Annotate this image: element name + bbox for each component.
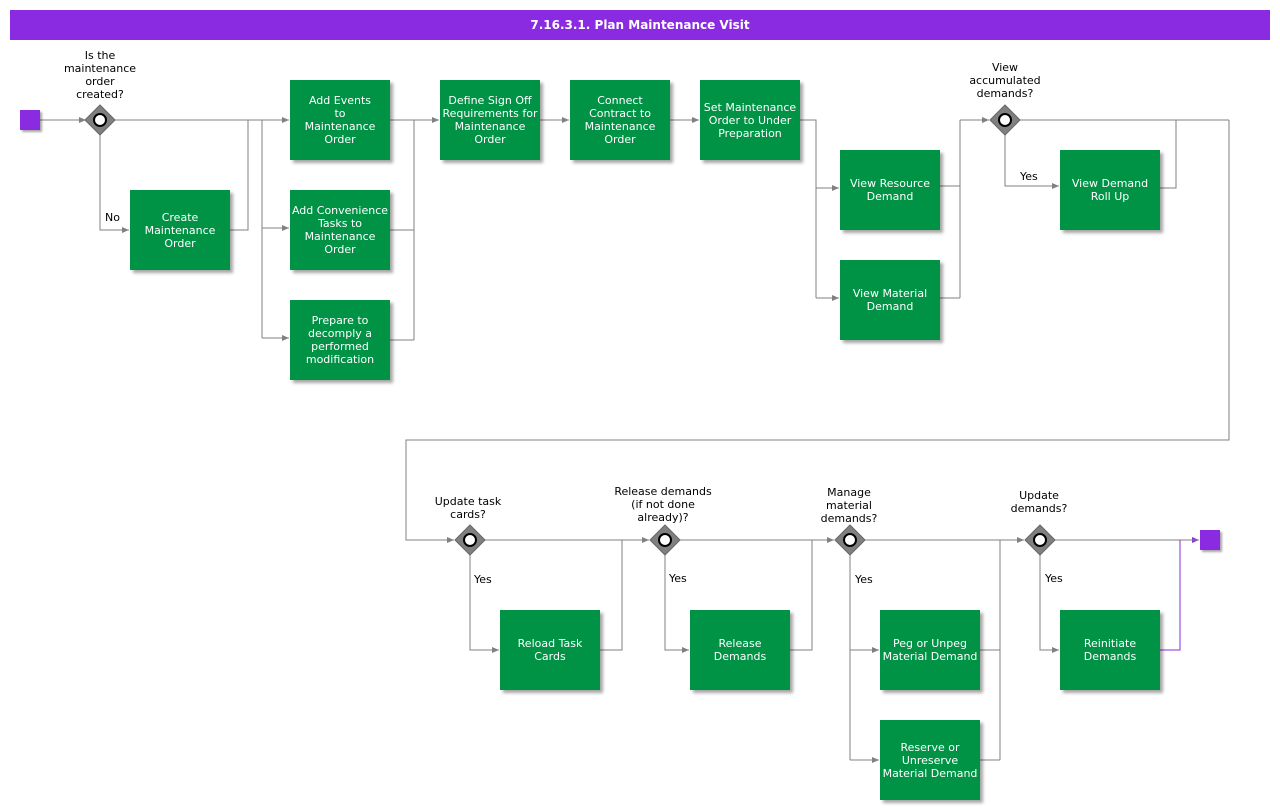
task-view-resource-demand[interactable]: View Resource Demand	[840, 150, 940, 230]
end-event[interactable]	[1200, 530, 1220, 550]
task-reload-task-cards[interactable]: Reload Task Cards	[500, 610, 600, 690]
edge-label-no: No	[105, 211, 120, 224]
edge-label-yes-g3: Yes	[474, 573, 492, 586]
task-reinitiate-demands[interactable]: Reinitiate Demands	[1060, 610, 1160, 690]
task-add-convenience-tasks[interactable]: Add Convenience Tasks to Maintenance Ord…	[290, 190, 390, 270]
task-reserve-unreserve-material-demand[interactable]: Reserve or Unreserve Material Demand	[880, 720, 980, 800]
gateway-g5[interactable]	[834, 524, 866, 556]
gateway-g2-label: View accumulated demands?	[969, 61, 1041, 100]
task-create-maintenance-order[interactable]: Create Maintenance Order	[130, 190, 230, 270]
task-view-demand-roll-up[interactable]: View Demand Roll Up	[1060, 150, 1160, 230]
edge-label-yes-g6: Yes	[1045, 572, 1063, 585]
gateway-g6-label: Update demands?	[1010, 489, 1068, 515]
start-event[interactable]	[20, 110, 40, 130]
gateway-g6[interactable]	[1024, 524, 1056, 556]
gateway-g5-label: Manage material demands?	[820, 486, 878, 525]
gateway-g1-label: Is the maintenance order created?	[63, 49, 137, 101]
gateway-g4[interactable]	[649, 524, 681, 556]
gateway-g2[interactable]	[989, 104, 1021, 136]
task-set-order-under-preparation[interactable]: Set Maintenance Order to Under Preparati…	[700, 80, 800, 160]
edge-label-yes-g2: Yes	[1020, 170, 1038, 183]
task-prepare-decomply[interactable]: Prepare to decomply a performed modifica…	[290, 300, 390, 380]
task-add-events[interactable]: Add Events to Maintenance Order	[290, 80, 390, 160]
task-define-signoff[interactable]: Define Sign Off Requirements for Mainten…	[440, 80, 540, 160]
task-view-material-demand[interactable]: View Material Demand	[840, 260, 940, 340]
task-connect-contract[interactable]: Connect Contract to Maintenance Order	[570, 80, 670, 160]
diagram-title: 7.16.3.1. Plan Maintenance Visit	[10, 10, 1270, 40]
gateway-g3[interactable]	[454, 524, 486, 556]
edge-label-yes-g5: Yes	[855, 573, 873, 586]
gateway-g3-label: Update task cards?	[434, 495, 502, 521]
gateway-g4-label: Release demands (if not done already)?	[614, 485, 712, 524]
task-peg-unpeg-material-demand[interactable]: Peg or Unpeg Material Demand	[880, 610, 980, 690]
task-release-demands[interactable]: Release Demands	[690, 610, 790, 690]
gateway-g1[interactable]	[84, 104, 116, 136]
edge-label-yes-g4: Yes	[669, 572, 687, 585]
